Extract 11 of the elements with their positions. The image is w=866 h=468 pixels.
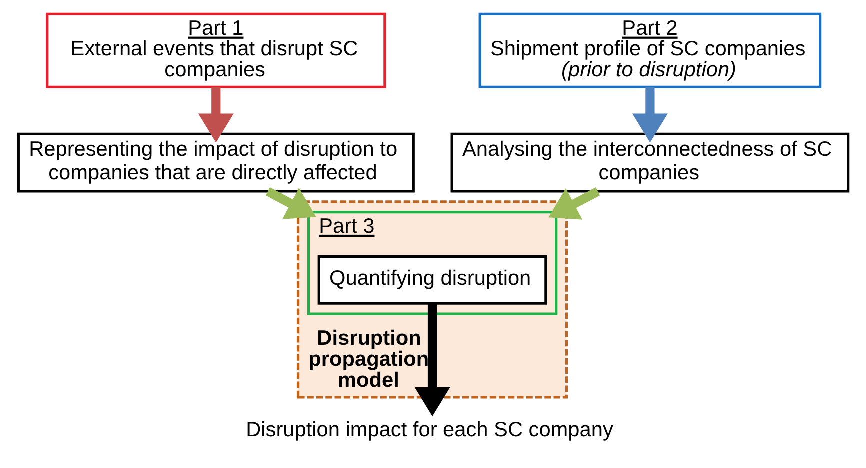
node-box: Representing the impact of disruption to companies that are directly affected [16, 132, 414, 192]
node-box: Analysing the interconnectedness of SC companies [450, 132, 850, 192]
arrow [198, 86, 234, 142]
arrow [632, 86, 668, 142]
node-text: Disruption impact for each SC company [246, 418, 613, 441]
node-box: Part 2 Shipment profile of SC companies (prior to disruption) [478, 12, 822, 88]
arrow [548, 187, 600, 220]
arrow [414, 304, 450, 416]
arrow [265, 187, 316, 219]
node-box: Quantifying disruption [317, 254, 547, 304]
node-box: Part 1 External events that disrupt SC companies [46, 12, 386, 88]
